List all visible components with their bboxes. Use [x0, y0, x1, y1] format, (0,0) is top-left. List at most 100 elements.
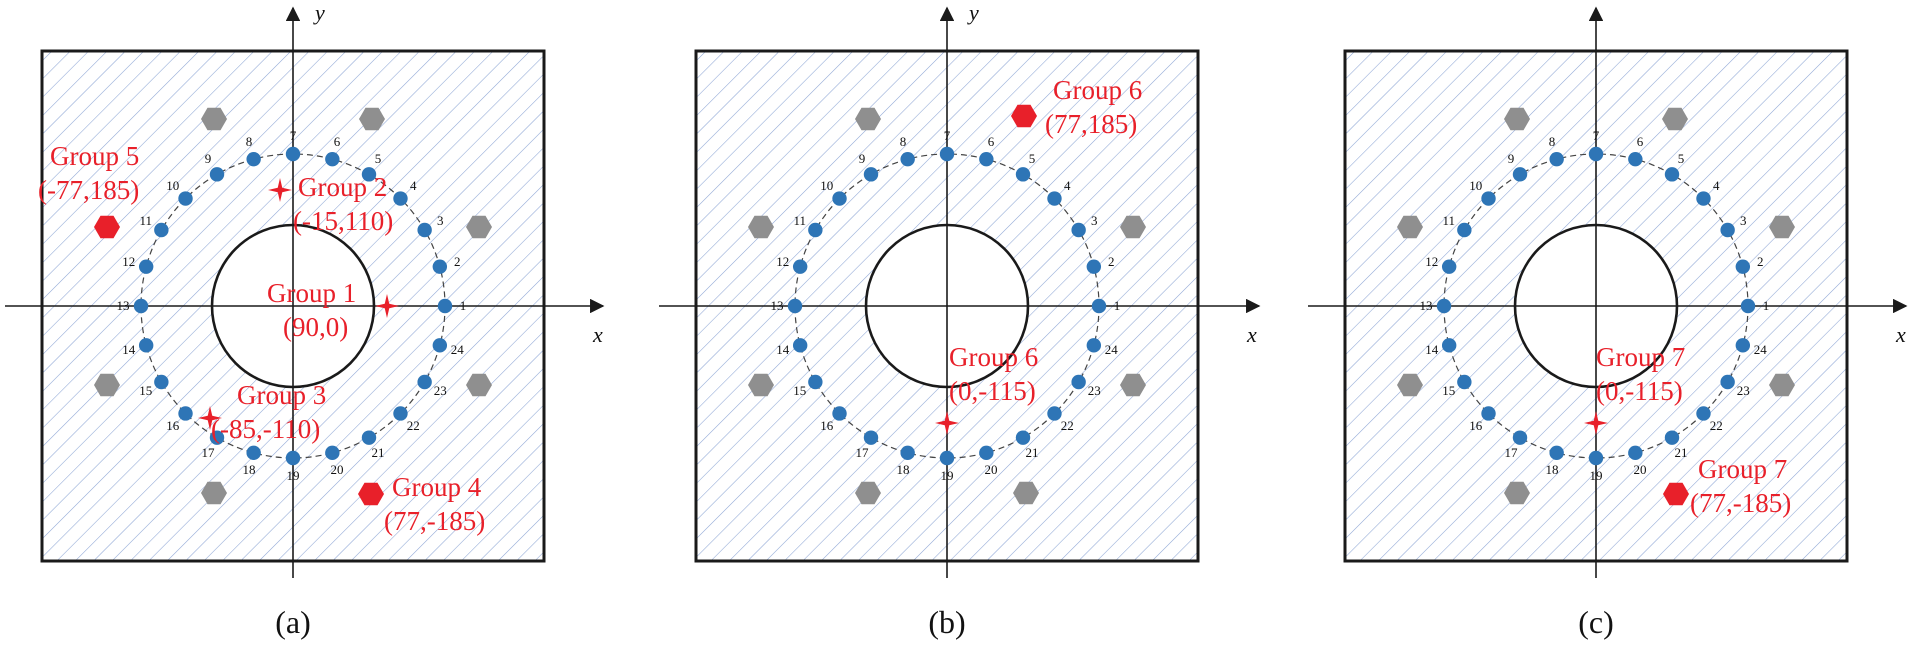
grey-hexagon-marker — [748, 215, 774, 239]
bolt-node-19 — [1588, 450, 1604, 466]
bolt-node-5 — [361, 167, 377, 182]
bolt-node-18 — [1549, 445, 1564, 461]
bolt-node-label: 24 — [1105, 342, 1119, 357]
bolt-node-label: 9 — [205, 151, 212, 166]
bolt-node-label: 18 — [897, 462, 910, 477]
grey-hexagons — [1397, 107, 1795, 505]
grey-hexagon-marker — [1397, 215, 1423, 239]
bolt-node-7 — [939, 146, 955, 162]
bolt-node-12 — [138, 259, 154, 274]
bolt-node-label: 12 — [122, 254, 135, 269]
group1-label: Group 1 — [267, 278, 356, 308]
bolt-node-label: 17 — [1505, 445, 1519, 460]
grey-hexagon-marker — [1120, 215, 1146, 239]
x-axis-label: x — [1895, 322, 1906, 347]
bolt-node-label: 10 — [166, 178, 179, 193]
bolt-node-11 — [1457, 222, 1472, 238]
bolt-node-label: 21 — [1675, 445, 1688, 460]
red-hexagon-shape — [94, 215, 120, 239]
bolt-node-21 — [1664, 430, 1680, 445]
bolt-node-6 — [979, 151, 994, 167]
bolt-node-17 — [209, 430, 225, 445]
grey-hexagon-marker — [855, 107, 881, 131]
grey-hexagon-marker — [1769, 215, 1795, 239]
grey-hexagon-marker — [1013, 481, 1039, 505]
bolt-node-7 — [285, 146, 301, 162]
bolt-node-label: 9 — [1508, 151, 1515, 166]
group7-star-coords: (0,-115) — [1596, 376, 1683, 406]
grey-hexagon-marker — [1504, 481, 1530, 505]
grey-hexagon-marker — [1120, 373, 1146, 397]
bolt-node-15 — [154, 374, 169, 390]
bolt-node-7 — [1588, 146, 1604, 162]
red-hexagon-shape — [1011, 104, 1037, 128]
bolt-node-label: 12 — [1425, 254, 1438, 269]
group3-label: Group 3 — [237, 380, 326, 410]
bolt-node-label: 22 — [1061, 418, 1074, 433]
grey-hexagon-marker — [1397, 373, 1423, 397]
bolt-node-label: 7 — [944, 128, 951, 143]
bolt-node-15 — [1457, 374, 1472, 390]
bolt-node-label: 18 — [1546, 462, 1559, 477]
group7-star — [1584, 411, 1608, 435]
bolt-node-8 — [1549, 151, 1564, 167]
bolt-node-label: 19 — [287, 468, 300, 483]
red-hexagon-shape — [358, 482, 384, 506]
x-axis-label: x — [592, 322, 603, 347]
bolt-node-16 — [832, 406, 847, 421]
group7-hex-label: Group 7 — [1698, 454, 1787, 484]
bolt-node-label: 15 — [139, 383, 152, 398]
red-star-shape — [198, 406, 222, 430]
bolt-node-11 — [808, 222, 823, 238]
group4-label: Group 4 — [392, 472, 482, 502]
bolt-node-label: 20 — [331, 462, 344, 477]
bolt-node-label: 1 — [1763, 298, 1770, 313]
bolt-node-label: 24 — [451, 342, 465, 357]
group3-coords: (-85,-110) — [211, 414, 320, 444]
grey-hexagon-marker — [855, 481, 881, 505]
bolt-node-16 — [178, 406, 193, 421]
bolt-node-label: 14 — [1425, 342, 1439, 357]
bolt-node-label: 12 — [776, 254, 789, 269]
bolt-node-24 — [1735, 338, 1751, 353]
bolt-node-label: 8 — [246, 134, 253, 149]
bolt-node-1 — [1091, 298, 1107, 314]
bolt-node-label: 7 — [290, 128, 297, 143]
red-star-shape — [268, 178, 292, 202]
bolt-node-label: 16 — [820, 418, 834, 433]
bolt-node-label: 19 — [1590, 468, 1603, 483]
bolt-node-label: 10 — [820, 178, 833, 193]
group5-label: Group 5 — [50, 141, 139, 171]
grey-hexagon-marker — [1504, 107, 1530, 131]
bolt-node-label: 21 — [372, 445, 385, 460]
bolt-node-6 — [325, 151, 340, 167]
grey-hexagon-marker — [359, 107, 385, 131]
bolt-node-11 — [154, 222, 169, 238]
bolt-node-2 — [432, 259, 448, 274]
bolt-node-21 — [1015, 430, 1031, 445]
bolt-node-24 — [1086, 338, 1102, 353]
bolt-node-23 — [1720, 374, 1735, 390]
bolt-node-20 — [325, 445, 340, 461]
group3-star — [198, 406, 222, 430]
bolt-node-2 — [1735, 259, 1751, 274]
bolt-node-10 — [1481, 191, 1496, 206]
group1-star — [375, 294, 399, 318]
bolt-node-label: 17 — [856, 445, 870, 460]
bolt-node-label: 1 — [1114, 298, 1121, 313]
bolt-node-10 — [832, 191, 847, 206]
group7-hexagon — [1663, 482, 1689, 506]
bolt-node-9 — [863, 167, 879, 182]
x-axis-label: x — [1246, 322, 1257, 347]
bolt-node-label: 14 — [122, 342, 136, 357]
bolt-node-20 — [979, 445, 994, 461]
bolt-node-6 — [1628, 151, 1643, 167]
bolt-node-label: 19 — [941, 468, 954, 483]
bolt-node-4 — [393, 191, 408, 206]
bolt-node-label: 8 — [1549, 134, 1556, 149]
bolt-node-18 — [246, 445, 261, 461]
bolt-node-label: 20 — [985, 462, 998, 477]
